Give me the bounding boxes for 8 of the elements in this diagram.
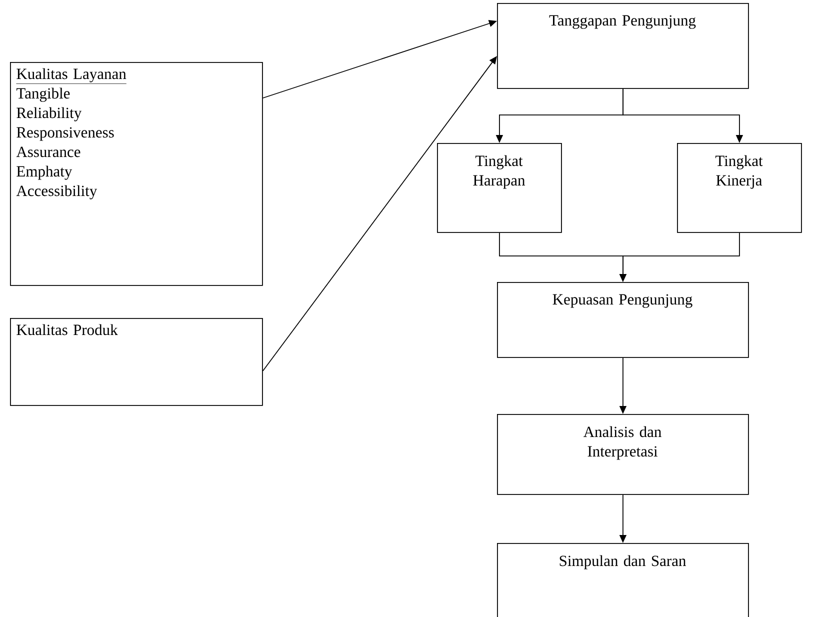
text-box: Tingkat Harapan	[437, 143, 562, 233]
text-box: Tanggapan Pengunjung	[497, 3, 749, 89]
text-box: Analisis dan Interpretasi	[497, 414, 749, 495]
text-box: Simpulan dan Saran	[497, 543, 749, 617]
text-box: Kepuasan Pengunjung	[497, 282, 749, 358]
text-box: Kualitas Produk	[10, 318, 263, 406]
text-box: Kualitas Layanan Tangible Reliability Responsiveness Assurance Emphaty Accessibility	[10, 62, 263, 286]
text-box: Tingkat Kinerja	[677, 143, 802, 233]
